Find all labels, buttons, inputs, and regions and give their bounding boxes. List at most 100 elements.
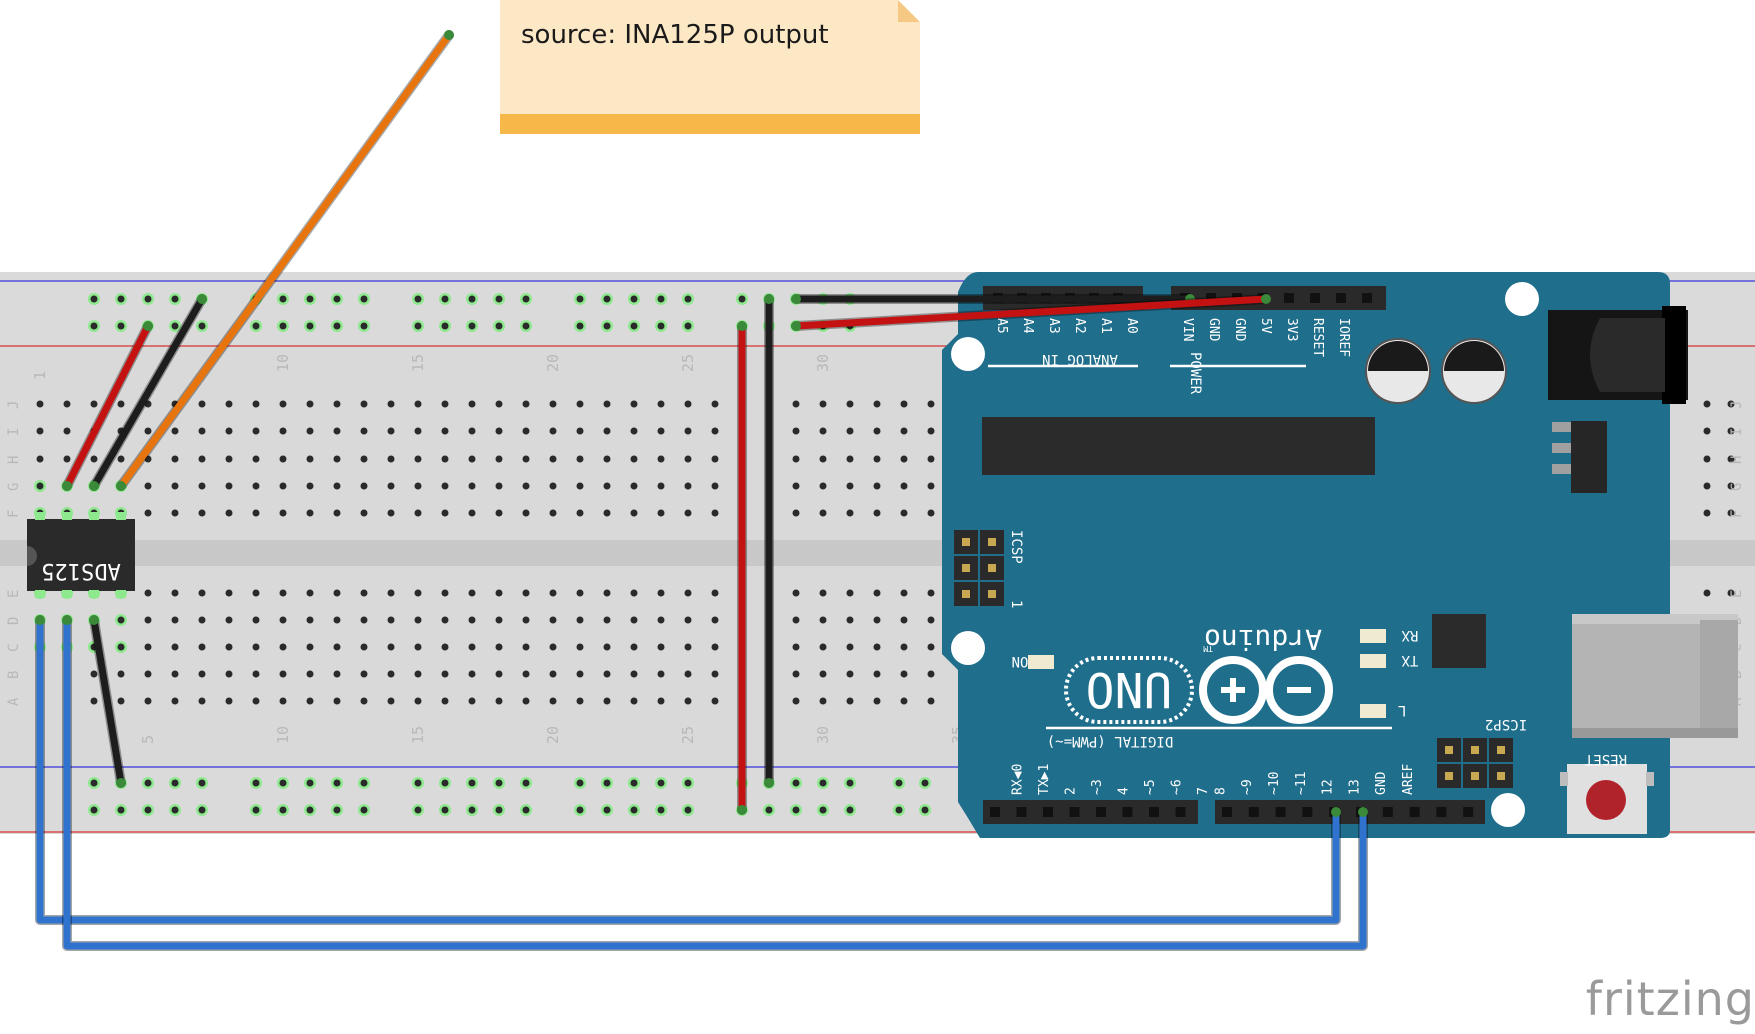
digital-pin-label: AREF — [1401, 764, 1416, 795]
digital-pin-label: 12 — [1321, 779, 1336, 795]
rail-hole — [630, 322, 638, 330]
breadboard-hole — [522, 427, 530, 435]
breadboard-hole — [387, 616, 395, 624]
rail-hole — [333, 295, 341, 303]
icsp-pin-contact — [962, 590, 970, 598]
rail-hole — [306, 295, 314, 303]
wire-red[interactable] — [792, 295, 1270, 330]
wire-black[interactable] — [90, 295, 206, 490]
rail-hole — [306, 322, 314, 330]
breadboard-hole — [387, 589, 395, 597]
breadboard-hole — [252, 455, 260, 463]
header-pin — [1096, 807, 1106, 817]
breadboard-hole — [279, 482, 287, 490]
rail-hole — [846, 779, 854, 787]
digital-pin-label: TX▶1 — [1037, 764, 1052, 795]
breadboard-hole — [522, 509, 530, 517]
breadboard-hole — [306, 589, 314, 597]
column-number-bottom: 10 — [274, 726, 292, 744]
breadboard-hole — [360, 427, 368, 435]
breadboard-hole — [333, 509, 341, 517]
digital-pin-label: 4 — [1117, 787, 1132, 795]
breadboard-hole — [576, 670, 584, 678]
breadboard-hole — [684, 697, 692, 705]
rail-hole — [603, 806, 611, 814]
rail-hole — [198, 779, 206, 787]
column-number-top: 25 — [679, 354, 697, 372]
breadboard-hole — [414, 616, 422, 624]
breadboard-hole — [279, 509, 287, 517]
header-pin — [1336, 293, 1346, 303]
wire-red[interactable] — [63, 322, 152, 490]
breadboard-hole — [846, 509, 854, 517]
breadboard-hole — [117, 455, 125, 463]
icsp-pin-contact — [988, 564, 996, 572]
breadboard-hole — [117, 400, 125, 408]
rail-hole — [468, 295, 476, 303]
breadboard-hole — [1703, 589, 1711, 597]
analog-pin-label: A2 — [1072, 318, 1087, 334]
digital-pin-label: 13 — [1347, 779, 1362, 795]
breadboard-hole — [387, 697, 395, 705]
breadboard-hole — [144, 670, 152, 678]
breadboard-hole — [792, 427, 800, 435]
breadboard-hole — [549, 670, 557, 678]
rail-hole — [522, 322, 530, 330]
wire-end — [791, 294, 801, 304]
wire-blue[interactable] — [63, 616, 1367, 950]
breadboard-hole — [711, 643, 719, 651]
rail-hole — [414, 779, 422, 787]
sticky-note[interactable]: source: INA125P output — [500, 0, 920, 134]
breadboard-hole — [306, 400, 314, 408]
rail-hole — [306, 806, 314, 814]
breadboard-hole — [171, 427, 179, 435]
breadboard-hole — [657, 400, 665, 408]
wire-orange[interactable] — [117, 31, 453, 490]
rail-hole — [360, 322, 368, 330]
header-pin — [1275, 807, 1286, 817]
power-pin-label: 3V3 — [1284, 318, 1299, 341]
breadboard-hole — [549, 616, 557, 624]
breadboard-hole — [90, 697, 98, 705]
breadboard-hole — [225, 400, 233, 408]
rail-hole — [846, 806, 854, 814]
arduino-uno-board: ANALOG IN POWER DIGITAL (PWM=~) ICSP 1 I… — [942, 272, 1738, 838]
breadboard-hole — [333, 697, 341, 705]
rail-hole — [252, 779, 260, 787]
breadboard-hole — [495, 616, 503, 624]
breadboard-hole — [603, 455, 611, 463]
wire-end — [89, 615, 99, 625]
breadboard-hole — [630, 455, 638, 463]
rail-hole — [360, 806, 368, 814]
rail-hole — [441, 322, 449, 330]
breadboard-hole — [873, 455, 881, 463]
column-number-top: 1 — [31, 371, 49, 380]
row-letter: F — [1729, 510, 1745, 518]
row-letter: A — [6, 697, 22, 706]
header-pin — [1310, 293, 1320, 303]
analog-pin-label: A3 — [1046, 318, 1061, 334]
breadboard-hole — [846, 670, 854, 678]
breadboard-hole — [495, 400, 503, 408]
rail-hole — [657, 322, 665, 330]
wire-blue[interactable] — [36, 616, 1340, 924]
wire-end — [1261, 294, 1271, 304]
header-pin — [1463, 807, 1474, 817]
icsp-pin-contact — [962, 564, 970, 572]
breadboard-hole — [117, 643, 125, 651]
rail-hole — [144, 779, 152, 787]
reset-button[interactable] — [1560, 764, 1654, 834]
breadboard-hole — [1703, 400, 1711, 408]
digital-pin-label: ~9 — [1240, 779, 1255, 795]
rail-hole — [279, 806, 287, 814]
breadboard-hole — [603, 400, 611, 408]
wire-black[interactable] — [90, 616, 125, 787]
breadboard-hole — [414, 589, 422, 597]
breadboard-hole — [522, 589, 530, 597]
breadboard-hole — [198, 455, 206, 463]
breadboard-hole — [252, 643, 260, 651]
breadboard-hole — [333, 643, 341, 651]
breadboard-hole — [1727, 482, 1735, 490]
breadboard-hole — [171, 482, 179, 490]
column-number-bottom: 5 — [139, 735, 157, 744]
